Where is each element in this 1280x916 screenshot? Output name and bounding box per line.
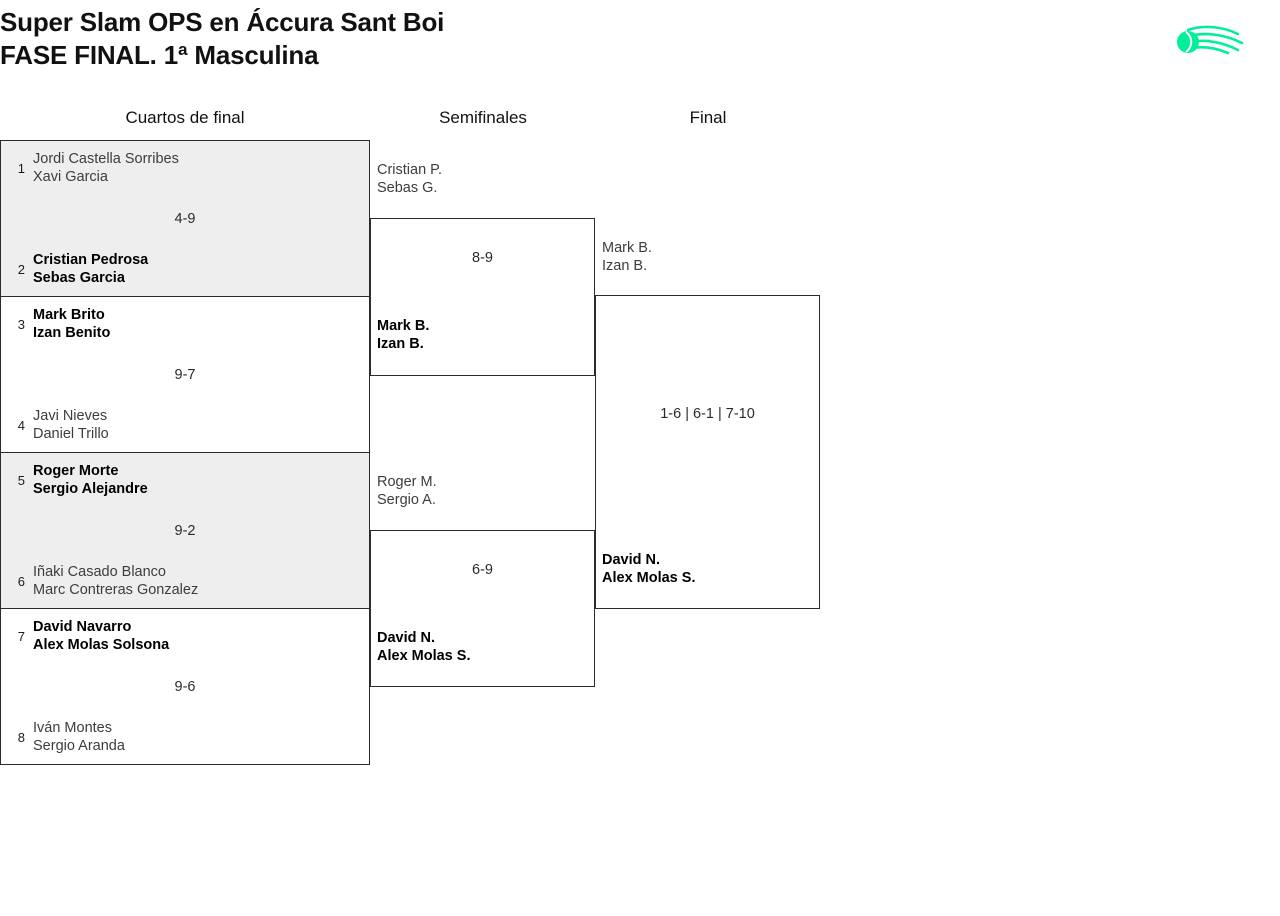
team-entry[interactable]: David N. Alex Molas S. bbox=[602, 551, 695, 587]
team-entry[interactable]: David N. Alex Molas S. bbox=[377, 629, 470, 665]
team-names: Mark Brito Izan Benito bbox=[33, 306, 110, 342]
player-name: Cristian P. bbox=[377, 162, 443, 178]
seed-number: 6 bbox=[17, 573, 25, 589]
match-score: 9-2 bbox=[174, 523, 196, 539]
team-names: Javi Nieves Daniel Trillo bbox=[33, 407, 109, 443]
match-score: 6-9 bbox=[472, 562, 493, 578]
team-entry[interactable]: Mark B. Izan B. bbox=[602, 239, 652, 275]
player-name: Mark Brito bbox=[33, 307, 105, 323]
player-name: Daniel Trillo bbox=[33, 426, 109, 442]
round-header-quarterfinals: Cuartos de final bbox=[125, 108, 245, 127]
match-score: 9-6 bbox=[174, 679, 196, 695]
team-entry[interactable]: 4 Javi Nieves Daniel Trillo bbox=[9, 407, 109, 443]
player-name: David Navarro bbox=[33, 619, 132, 635]
player-name: Javi Nieves bbox=[33, 408, 108, 424]
seed-number: 3 bbox=[17, 316, 25, 332]
player-name: Sebas Garcia bbox=[33, 270, 125, 286]
team-entry[interactable]: 6 Iñaki Casado Blanco Marc Contreras Gon… bbox=[9, 563, 198, 599]
page-title: Super Slam OPS en Áccura Sant Boi FASE F… bbox=[0, 7, 445, 70]
player-name: David N. bbox=[377, 630, 436, 646]
team-names: David Navarro Alex Molas Solsona bbox=[33, 618, 169, 654]
player-name: Alex Molas S. bbox=[602, 570, 696, 586]
team-entry[interactable]: Cristian P. Sebas G. bbox=[377, 161, 442, 197]
player-name: Sergio A. bbox=[377, 492, 436, 508]
team-names: Jordi Castella Sorribes Xavi Garcia bbox=[33, 150, 179, 186]
seed-number: 7 bbox=[17, 628, 25, 644]
match-box-final[interactable] bbox=[595, 295, 820, 609]
team-names: Iñaki Casado Blanco Marc Contreras Gonza… bbox=[33, 563, 198, 599]
seed-number: 8 bbox=[17, 729, 25, 745]
player-name: Sebas G. bbox=[377, 180, 438, 196]
player-name: Alex Molas Solsona bbox=[33, 637, 170, 653]
match-score: 4-9 bbox=[174, 211, 196, 227]
team-entry[interactable]: 1 Jordi Castella Sorribes Xavi Garcia bbox=[9, 150, 179, 186]
round-header-final: Final bbox=[689, 108, 727, 127]
match-box-quarterfinal-4[interactable]: 7 David Navarro Alex Molas Solsona 8 Ivá… bbox=[0, 608, 370, 765]
player-name: Izan B. bbox=[377, 336, 424, 352]
seed-number: 2 bbox=[17, 261, 25, 277]
player-name: Xavi Garcia bbox=[33, 169, 108, 185]
team-entry[interactable]: Mark B. Izan B. bbox=[377, 317, 429, 353]
player-name: Mark B. bbox=[602, 240, 652, 256]
team-entry[interactable]: 7 David Navarro Alex Molas Solsona bbox=[9, 618, 169, 654]
match-score: 9-7 bbox=[174, 367, 196, 383]
team-names: Iván Montes Sergio Aranda bbox=[33, 719, 125, 755]
team-entry[interactable]: 2 Cristian Pedrosa Sebas Garcia bbox=[9, 251, 148, 287]
match-box-semifinal-2[interactable] bbox=[370, 530, 595, 687]
seed-number: 4 bbox=[17, 417, 25, 433]
team-entry[interactable]: 3 Mark Brito Izan Benito bbox=[9, 306, 111, 342]
team-names: Roger Morte Sergio Alejandre bbox=[33, 462, 148, 498]
match-box-semifinal-1[interactable] bbox=[370, 218, 595, 376]
player-name: David N. bbox=[602, 552, 661, 568]
player-name: Jordi Castella Sorribes bbox=[33, 151, 179, 167]
match-score: 8-9 bbox=[472, 250, 493, 266]
match-box-quarterfinal-2[interactable]: 3 Mark Brito Izan Benito 4 Javi Nieves D… bbox=[0, 296, 370, 453]
match-score: 1-6 | 6-1 | 7-10 bbox=[660, 406, 755, 422]
match-box-quarterfinal-1[interactable]: 1 Jordi Castella Sorribes Xavi Garcia 2 … bbox=[0, 140, 370, 297]
player-name: Mark B. bbox=[377, 318, 430, 334]
team-entry[interactable]: 5 Roger Morte Sergio Alejandre bbox=[9, 462, 148, 498]
player-name: Sergio Aranda bbox=[33, 738, 125, 754]
padel-ball-logo bbox=[1172, 18, 1248, 64]
player-name: Cristian Pedrosa bbox=[33, 252, 149, 268]
player-name: Roger Morte bbox=[33, 463, 119, 479]
player-name: Marc Contreras Gonzalez bbox=[33, 582, 199, 598]
seed-number: 1 bbox=[17, 160, 25, 176]
player-name: Roger M. bbox=[377, 474, 437, 490]
player-name: Izan Benito bbox=[33, 325, 111, 341]
team-entry[interactable]: Roger M. Sergio A. bbox=[377, 473, 437, 509]
round-header-semifinals: Semifinales bbox=[439, 108, 527, 127]
player-name: Alex Molas S. bbox=[377, 648, 471, 664]
team-names: Cristian Pedrosa Sebas Garcia bbox=[33, 251, 148, 287]
player-name: Izan B. bbox=[602, 258, 648, 274]
player-name: Sergio Alejandre bbox=[33, 481, 148, 497]
player-name: Iñaki Casado Blanco bbox=[33, 564, 166, 580]
team-entry[interactable]: 8 Iván Montes Sergio Aranda bbox=[9, 719, 125, 755]
player-name: Iván Montes bbox=[33, 720, 112, 736]
seed-number: 5 bbox=[17, 472, 25, 488]
